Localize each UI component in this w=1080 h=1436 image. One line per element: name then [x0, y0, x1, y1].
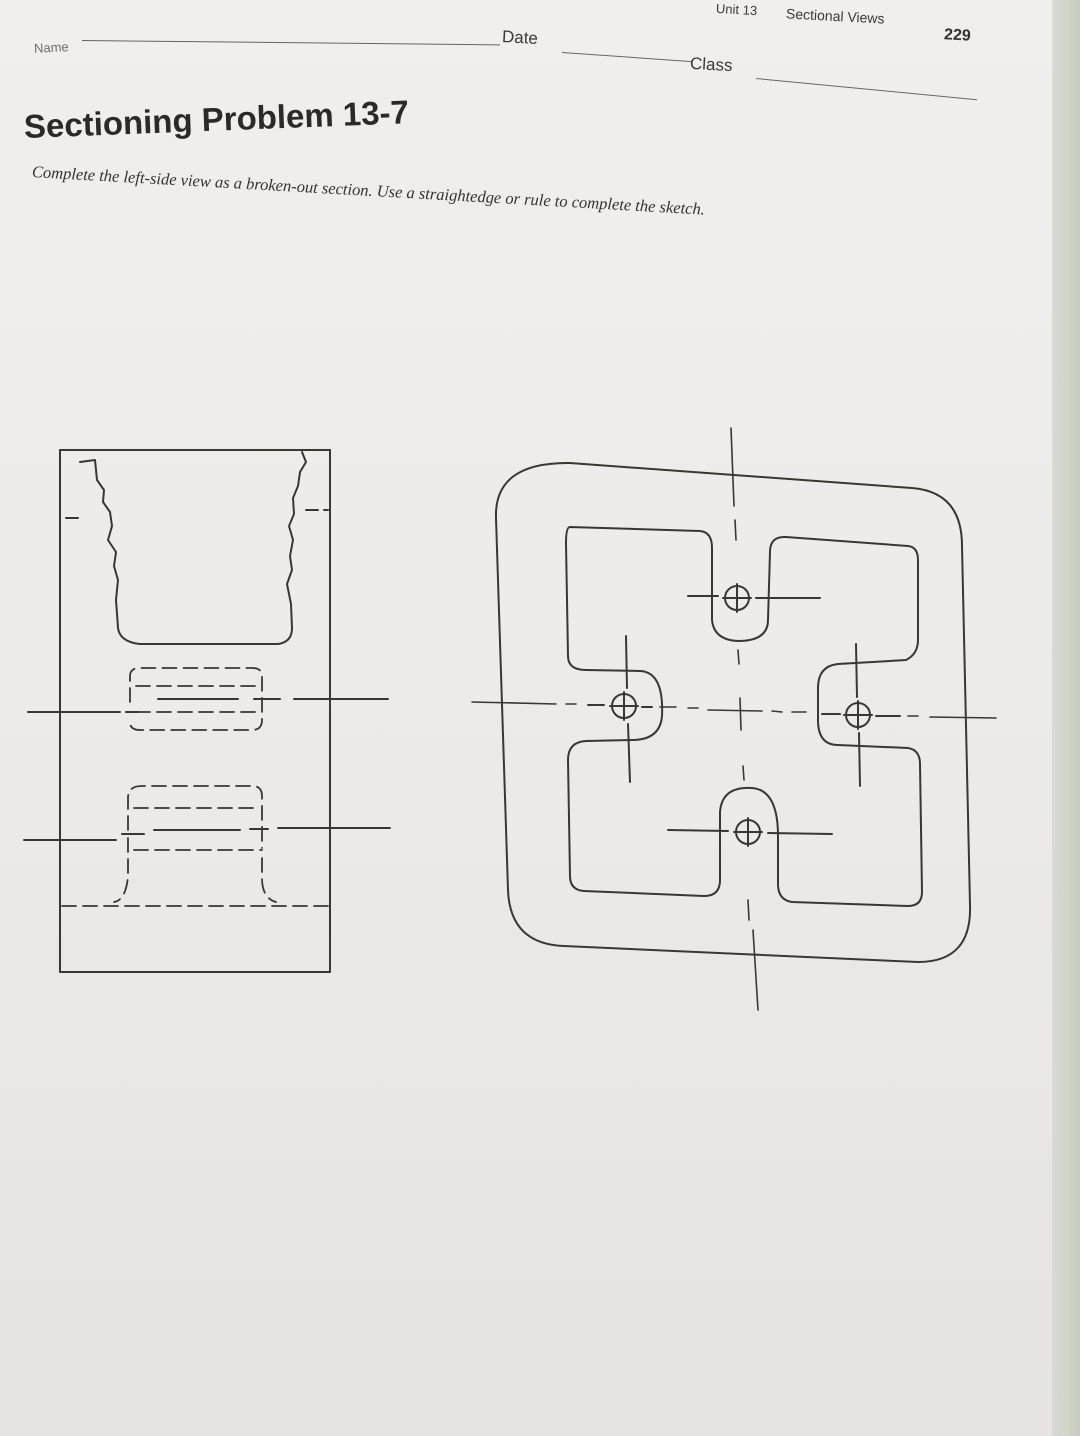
hole-left — [587, 635, 653, 783]
hole-bottom — [667, 817, 833, 847]
hole-right — [821, 643, 901, 787]
lower-hidden-slot — [61, 785, 331, 907]
broken-out-section-boundary — [79, 451, 307, 645]
outer-frame — [494, 461, 972, 963]
left-side-view — [23, 449, 391, 973]
front-view — [471, 427, 997, 1011]
upper-hidden-slot — [129, 667, 263, 731]
hole-top — [687, 583, 821, 613]
center-lines — [471, 427, 997, 1011]
page-edge — [1052, 0, 1080, 1436]
inner-cavity-outline — [565, 526, 923, 907]
